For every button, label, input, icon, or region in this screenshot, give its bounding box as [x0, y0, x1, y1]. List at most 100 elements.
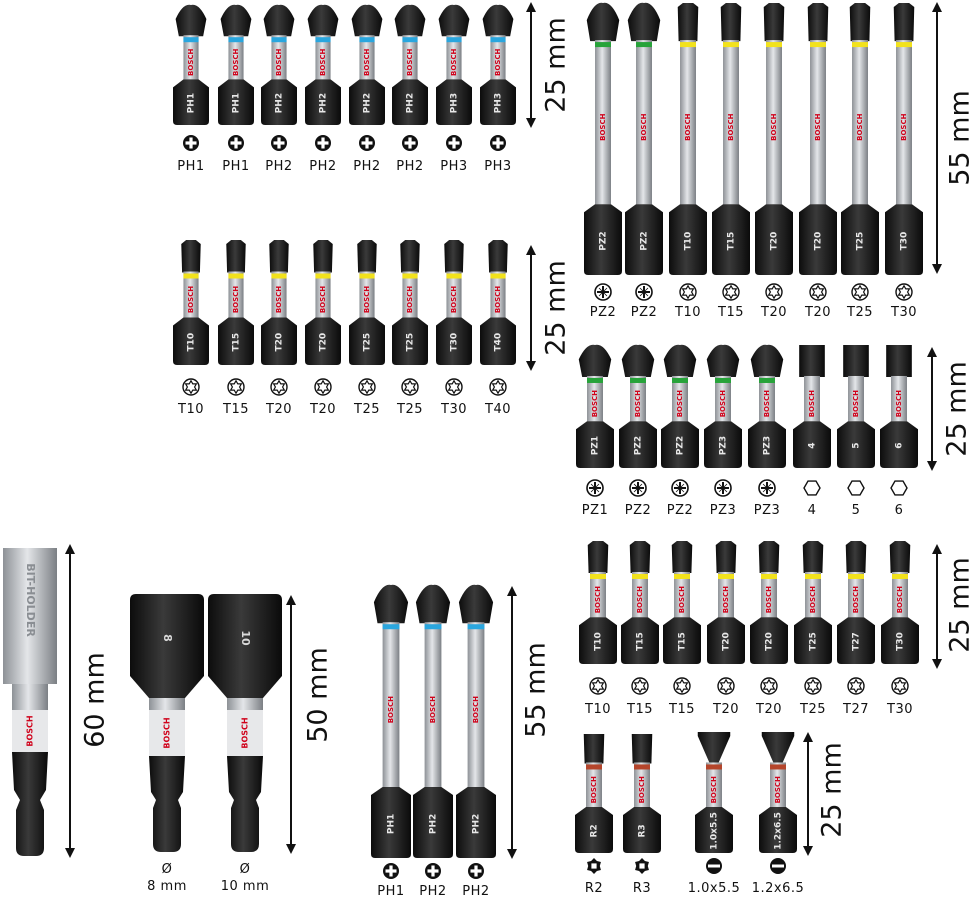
bit-shaft: [810, 40, 826, 205]
slotted-icon: [770, 858, 786, 874]
bit-body: [436, 317, 472, 365]
torx-icon: [270, 378, 288, 396]
bit-size-label: T15: [718, 305, 744, 320]
bit-tip: [438, 4, 470, 37]
bit-body: [619, 421, 657, 468]
bit-body: [456, 787, 496, 858]
bit-size-label: PZ2: [589, 305, 617, 320]
bit-tip: [587, 541, 609, 573]
brand-mark: BOSCH: [275, 48, 283, 75]
bit-size-label: T30: [887, 702, 913, 717]
bit-tip: [763, 3, 785, 42]
bit-size-label: PH2: [353, 159, 381, 174]
bit-size-label: T20: [756, 702, 782, 717]
bit-tip: [175, 4, 207, 37]
bit-size-label: T15: [627, 702, 653, 717]
bit-size-label: T15: [223, 402, 249, 417]
brand-mark: BOSCH: [363, 48, 371, 75]
torx-icon: [722, 283, 740, 301]
pozidriv-icon: [586, 479, 604, 497]
brand-mark: BOSCH: [809, 586, 817, 613]
color-ring: [446, 37, 462, 43]
brand-mark: BOSCH: [232, 286, 240, 313]
nut-setter-size-label: 8 mm: [147, 879, 187, 894]
bit-size-mark: PH3: [494, 93, 504, 113]
bit-size-mark: T30: [450, 333, 460, 352]
bit-size-mark: T15: [727, 232, 737, 251]
bit-tip: [750, 344, 784, 377]
bit-size-label: T20: [266, 402, 292, 417]
torx-icon: [489, 378, 507, 396]
nut-setter-socket: [208, 594, 282, 698]
bit: BOSCH T30: [436, 240, 472, 365]
bit-shaft: [467, 622, 485, 788]
color-ring: [271, 273, 287, 279]
torx-icon: [358, 378, 376, 396]
brand-mark: BOSCH: [594, 586, 602, 613]
phillips-icon: [446, 135, 462, 151]
bit-shaft: [630, 375, 646, 422]
bit-shaft: [718, 571, 734, 618]
color-ring: [852, 42, 868, 48]
bit-tip: [893, 3, 915, 42]
bit-body: [584, 204, 622, 275]
bit-tip: [706, 344, 740, 377]
bit-shaft: [892, 571, 908, 618]
color-ring: [770, 764, 786, 770]
torx-icon: [895, 283, 913, 301]
bit-body: [799, 204, 837, 275]
brand-mark: BOSCH: [472, 696, 480, 723]
brand-mark: BOSCH: [590, 776, 598, 803]
color-ring: [810, 42, 826, 48]
phillips-icon: [271, 135, 287, 151]
bit-size-label: 1.2x6.5: [751, 881, 805, 896]
bit-size-label: PH3: [484, 159, 512, 174]
bit-size-mark: T10: [187, 333, 197, 352]
bit-tip: [671, 541, 693, 573]
bit-body: [793, 421, 831, 468]
bit-size-mark: PH1: [387, 814, 397, 834]
bit-size-label: T25: [354, 402, 380, 417]
bit-body: [712, 204, 750, 275]
torx-icon: [227, 378, 245, 396]
bit-body: [837, 421, 875, 468]
bit-size-label: 1.0x5.5: [687, 881, 741, 896]
color-ring: [315, 273, 331, 279]
bit-size-mark: 5: [852, 442, 862, 448]
dimension-label: 55 mm: [944, 90, 974, 186]
torx-icon: [851, 283, 869, 301]
bit-shaft: [634, 762, 650, 808]
bit-size-label: T30: [891, 305, 917, 320]
torx-icon: [631, 677, 649, 695]
nut-setter-socket: [130, 594, 204, 698]
nut-setter-neck: [227, 698, 263, 710]
bit-tip: [373, 584, 409, 624]
dimension-label: 25 mm: [540, 260, 572, 356]
bit-body: [349, 317, 385, 365]
bit-tip: [482, 4, 514, 37]
bit-body: [623, 807, 661, 853]
brand-mark: BOSCH: [450, 286, 458, 313]
brand-mark: BOSCH: [852, 390, 860, 417]
bit-size-label: 4: [807, 503, 817, 518]
bit-shaft: [848, 375, 864, 422]
nut-setter-mark: 10: [239, 630, 252, 646]
bit-tip: [807, 3, 829, 42]
color-ring: [587, 377, 603, 383]
bit-tip: [586, 2, 620, 42]
nut-setter-band: [149, 710, 185, 756]
bit-size-mark: T20: [722, 632, 732, 651]
torx-icon: [314, 378, 332, 396]
bit-size-mark: PZ2: [640, 231, 650, 250]
bit-shaft: [770, 762, 786, 808]
